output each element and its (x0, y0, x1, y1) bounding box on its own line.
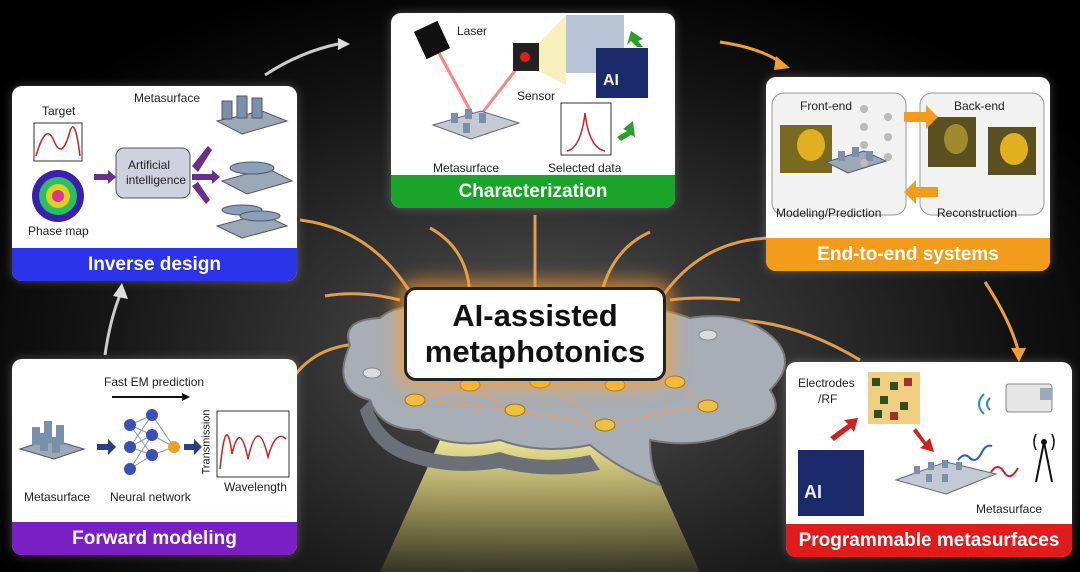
back-end-label: Back-end (954, 99, 1005, 113)
metasurface-label: Metasurface (433, 161, 500, 175)
target-label: Target (42, 104, 76, 118)
characterization-panel: AI Laser Sensor Metasurface Selected dat… (391, 13, 675, 208)
programmable-graphic: AI (798, 372, 1055, 516)
programmable-title: Programmable metasurfaces (786, 524, 1072, 557)
arrow-e2e-to-prog (983, 281, 1020, 351)
sensor-label: Sensor (517, 89, 556, 103)
forward-modeling-graphic (18, 393, 290, 478)
neural-network-label: Neural network (110, 490, 191, 504)
inverse-design-graphic (32, 95, 294, 239)
arrowhead-2 (774, 56, 790, 70)
end-to-end-panel: Front-end Back-end Modeling/Prediction R… (766, 77, 1050, 271)
ai-label-line2: intelligence (126, 173, 187, 187)
ai-label-line1: Artificial (128, 158, 171, 172)
arrowhead-4 (113, 283, 128, 299)
programmable-panel: AI Electrodes /RF Metasurface Programmab… (786, 362, 1072, 557)
phase-map-label: Phase map (28, 224, 89, 238)
inverse-design-panel: Target Metasurface Artificial intelligen… (12, 86, 297, 281)
characterization-title: Characterization (391, 175, 675, 208)
center-title-box: AI-assisted metaphotonics (404, 287, 666, 381)
electrodes-label-line1: Electrodes (798, 376, 855, 390)
arrow-forward-to-inverse (103, 294, 122, 356)
light-beam (380, 440, 700, 572)
arrow-char-to-e2e (719, 40, 781, 64)
center-title-line2: metaphotonics (424, 334, 646, 369)
end-to-end-graphic (771, 92, 1045, 216)
char-ai-text: AI (603, 72, 619, 89)
transmission-label: Transmission (200, 409, 213, 475)
characterization-graphic: AI (413, 15, 648, 156)
arrow-inverse-to-char (264, 42, 339, 77)
center-title-line1: AI-assisted (452, 298, 618, 333)
inverse-design-title: Inverse design (12, 248, 297, 281)
laser-label: Laser (457, 24, 488, 38)
forward-modeling-title: Forward modeling (12, 522, 297, 555)
wavelength-label: Wavelength (224, 480, 287, 494)
front-end-label: Front-end (800, 99, 853, 113)
arrowhead-3 (1011, 348, 1026, 362)
fast-em-label: Fast EM prediction (104, 375, 205, 389)
end-to-end-title: End-to-end systems (766, 238, 1050, 271)
metasurface-label: Metasurface (976, 502, 1043, 516)
metasurface-label: Metasurface (134, 91, 201, 105)
modeling-prediction-label: Modeling/Prediction (776, 206, 882, 220)
electrodes-label-line2: /RF (818, 392, 838, 406)
prog-ai-text: AI (804, 482, 822, 502)
selected-data-label: Selected data (548, 161, 622, 175)
metasurface-label: Metasurface (24, 490, 91, 504)
reconstruction-label: Reconstruction (937, 206, 1018, 220)
forward-modeling-panel: Fast EM prediction Metasurface Neural ne… (12, 359, 297, 555)
arrowhead-1 (338, 38, 350, 50)
